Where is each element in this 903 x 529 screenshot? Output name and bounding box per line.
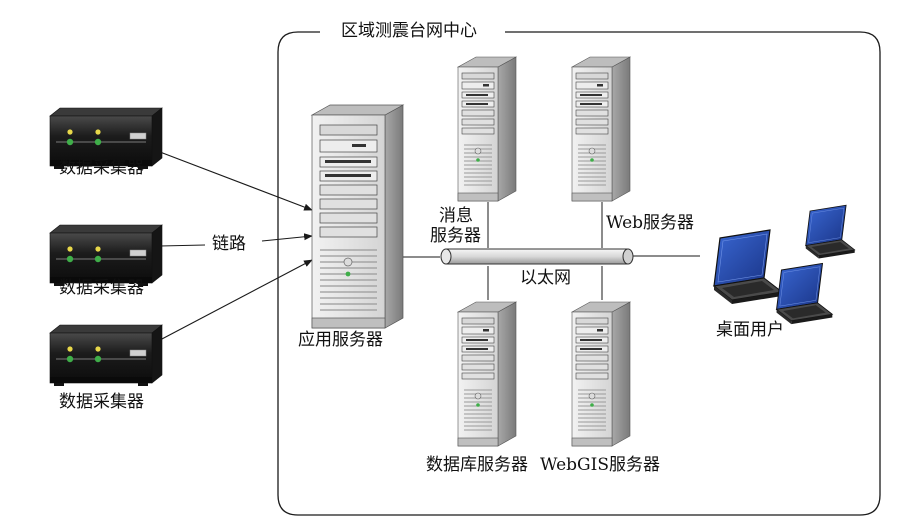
ethernet-backbone	[440, 248, 634, 265]
link-line-2b	[261, 233, 313, 242]
message-server-label-line1: 消息	[439, 206, 473, 226]
laptop-icon-main	[713, 229, 783, 305]
laptop-icon-front	[776, 262, 833, 325]
message-server-label-line2: 服务器	[430, 226, 481, 246]
app-server-label: 应用服务器	[298, 330, 383, 350]
link-line-1	[159, 151, 313, 211]
link-label: 链路	[212, 234, 246, 254]
center-title: 区域测震台网中心	[335, 21, 483, 41]
db-server-label: 数据库服务器	[426, 455, 528, 475]
collector-label-3: 数据采集器	[59, 392, 144, 412]
collector-device-2	[49, 224, 163, 287]
laptop-icon-back	[805, 204, 856, 259]
message-server-icon	[457, 56, 517, 202]
ethernet-label: 以太网	[520, 268, 571, 288]
app-server-icon	[310, 104, 405, 329]
collector-label-2: 数据采集器	[59, 278, 144, 298]
web-server-icon	[571, 56, 631, 202]
webgis-server-label: WebGIS服务器	[540, 455, 660, 475]
center-boundary	[277, 31, 881, 516]
web-server-label: Web服务器	[606, 213, 695, 233]
collector-label-1: 数据采集器	[59, 158, 144, 178]
collector-device-3	[49, 324, 163, 387]
link-line-3	[159, 259, 313, 341]
db-server-icon	[457, 301, 517, 447]
link-line-2a	[159, 244, 206, 247]
desktop-users-label: 桌面用户	[716, 320, 784, 340]
webgis-server-icon	[571, 301, 631, 447]
